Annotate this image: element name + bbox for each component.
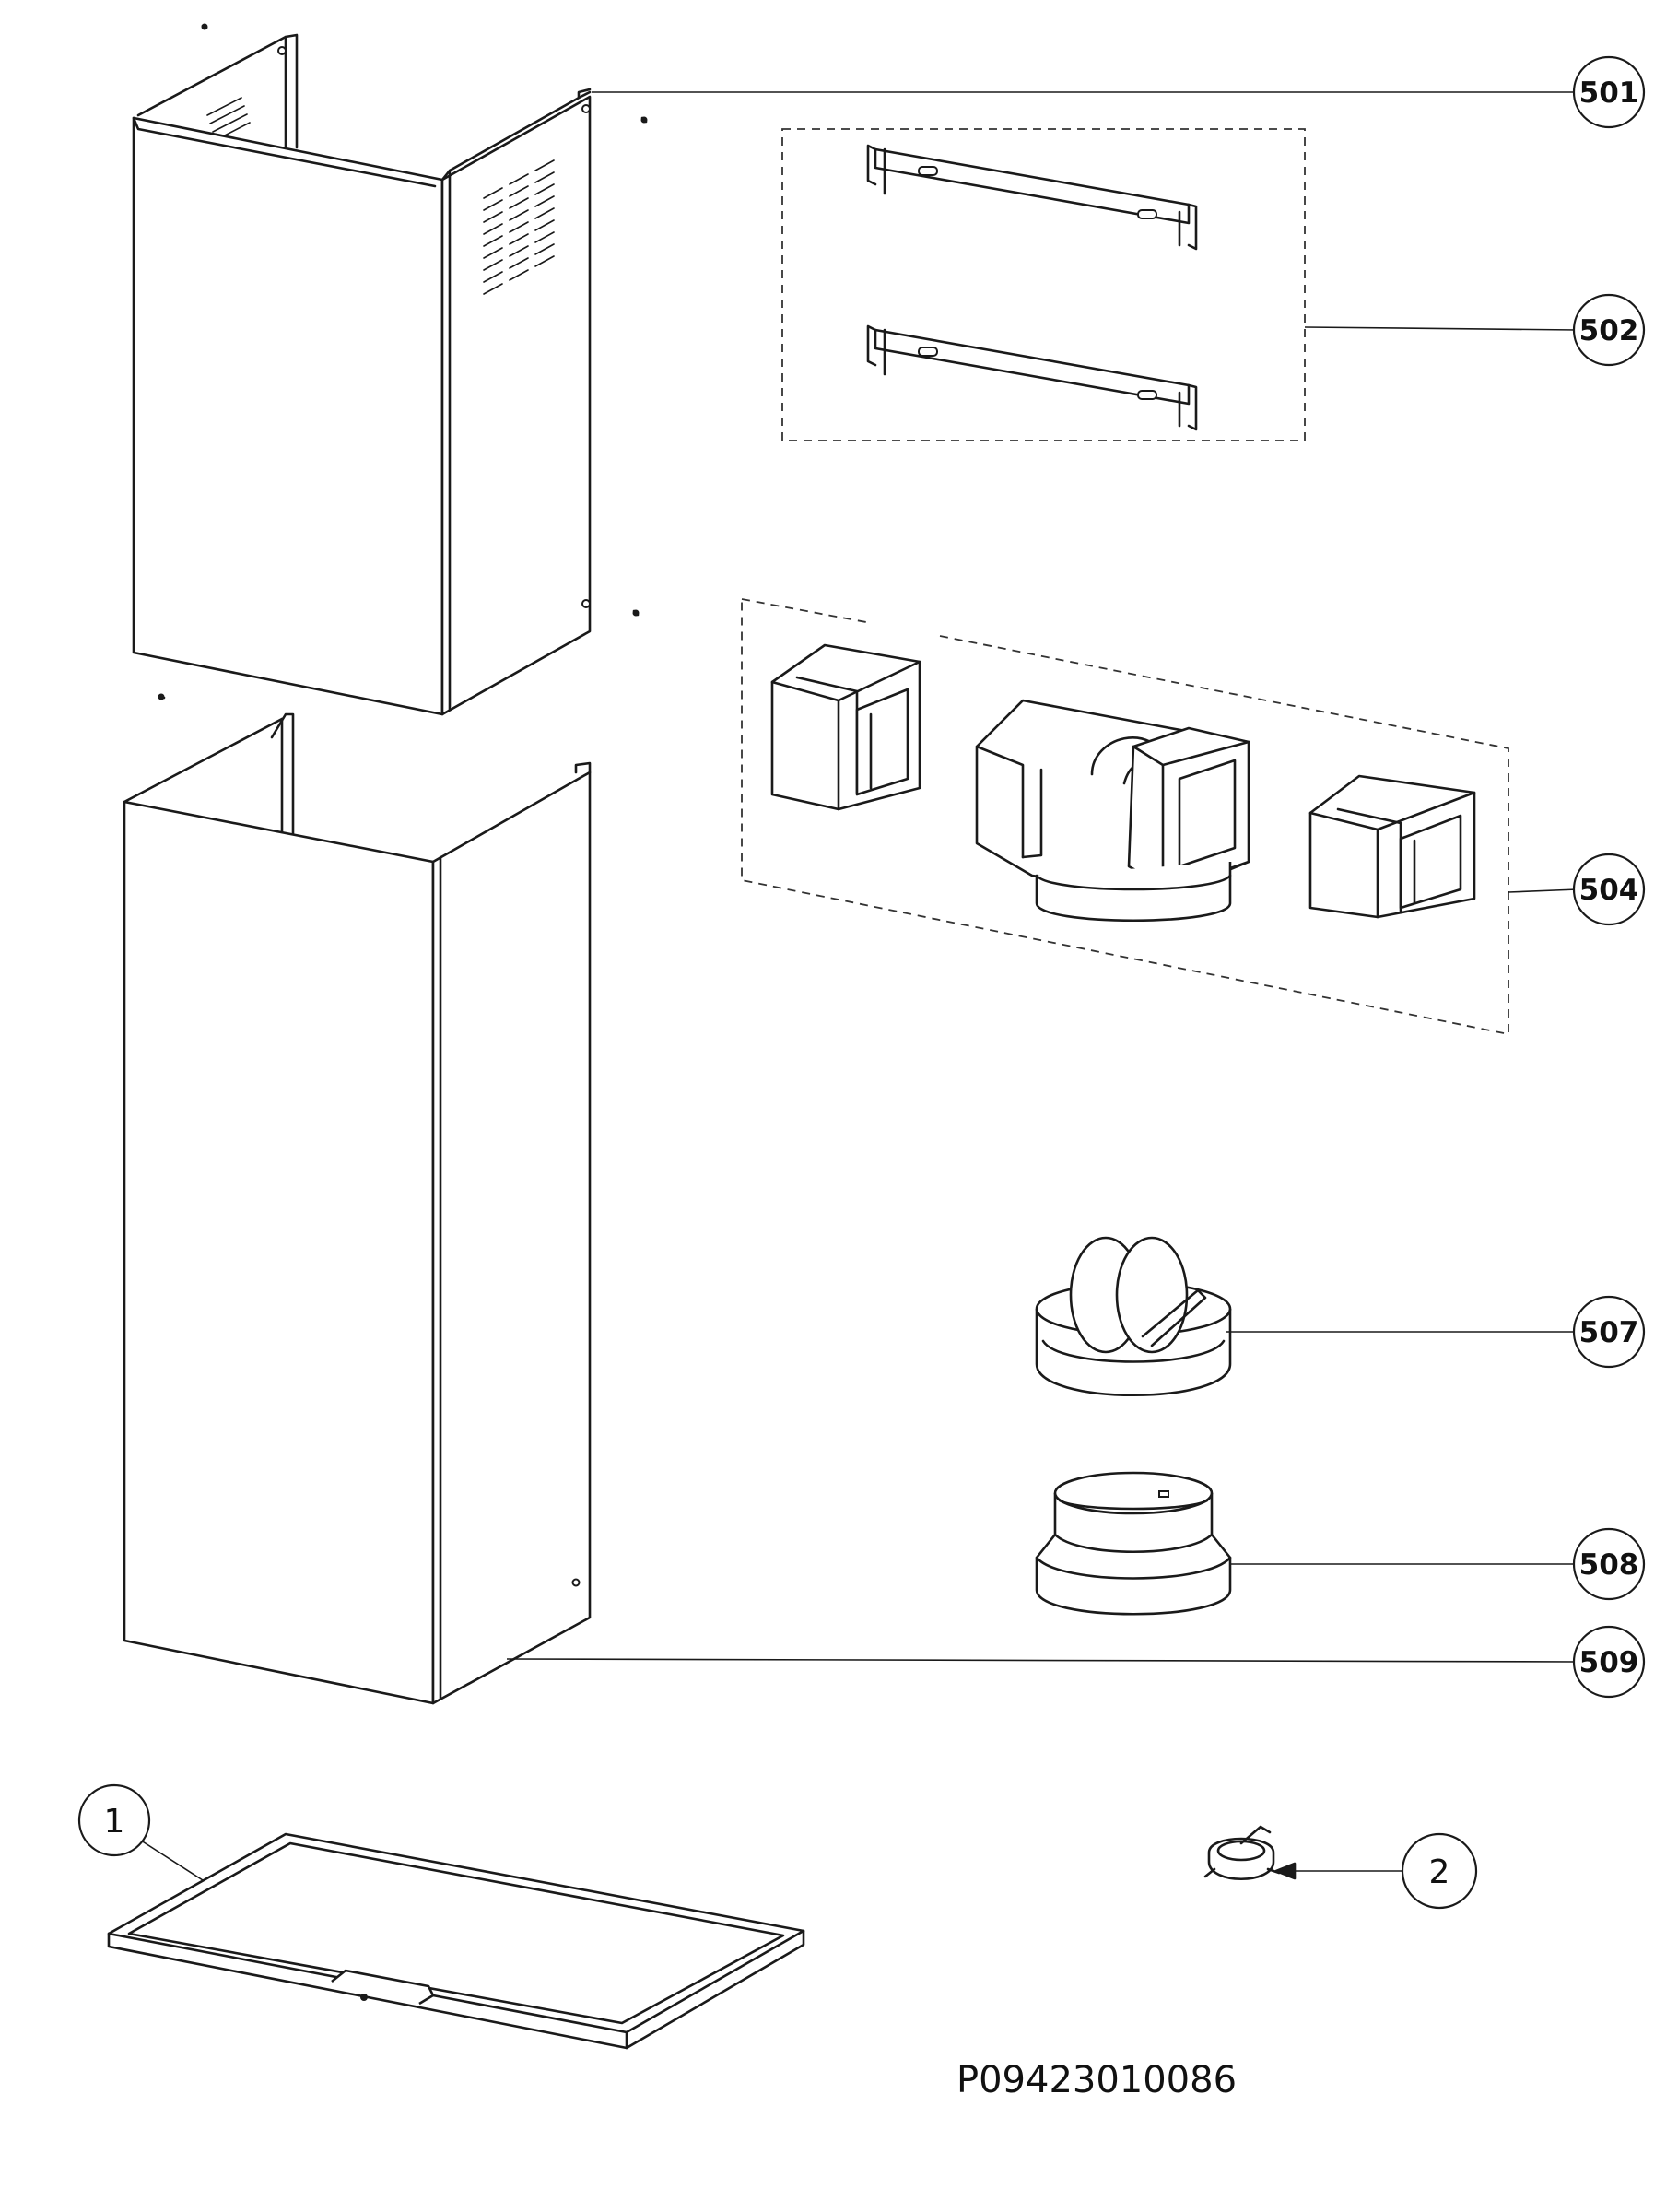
callout-2[interactable]: 2 (1401, 1832, 1478, 1910)
leader-lines (137, 91, 1578, 1881)
lower-chimney-part (123, 712, 592, 1705)
callout-1[interactable]: 1 (77, 1783, 151, 1857)
upper-chimney-part (132, 23, 648, 716)
callout-label: 508 (1579, 1548, 1639, 1582)
callout-label: 501 (1579, 76, 1639, 110)
callout-label: 504 (1579, 874, 1639, 907)
reducer-collar-part (1035, 1471, 1232, 1616)
callout-label: 507 (1579, 1316, 1639, 1349)
callout-507[interactable]: 507 (1572, 1295, 1646, 1369)
non-return-valve-part (1035, 1236, 1232, 1397)
callout-502[interactable]: 502 (1572, 293, 1646, 367)
duct-adapter-set-part (741, 598, 1509, 1036)
callout-508[interactable]: 508 (1572, 1527, 1646, 1601)
callout-label: 1 (104, 1803, 125, 1841)
document-code: P09423010086 (956, 2059, 1237, 2101)
callout-label: 509 (1579, 1646, 1639, 1679)
callout-label: 2 (1429, 1853, 1450, 1891)
bracket-set-part (781, 128, 1306, 441)
callout-label: 502 (1579, 314, 1639, 347)
callout-509[interactable]: 509 (1572, 1625, 1646, 1699)
motor-fuse-part (1203, 1825, 1281, 1880)
callout-504[interactable]: 504 (1572, 853, 1646, 926)
callout-501[interactable]: 501 (1572, 55, 1646, 129)
grease-filter-part (107, 1832, 805, 2050)
